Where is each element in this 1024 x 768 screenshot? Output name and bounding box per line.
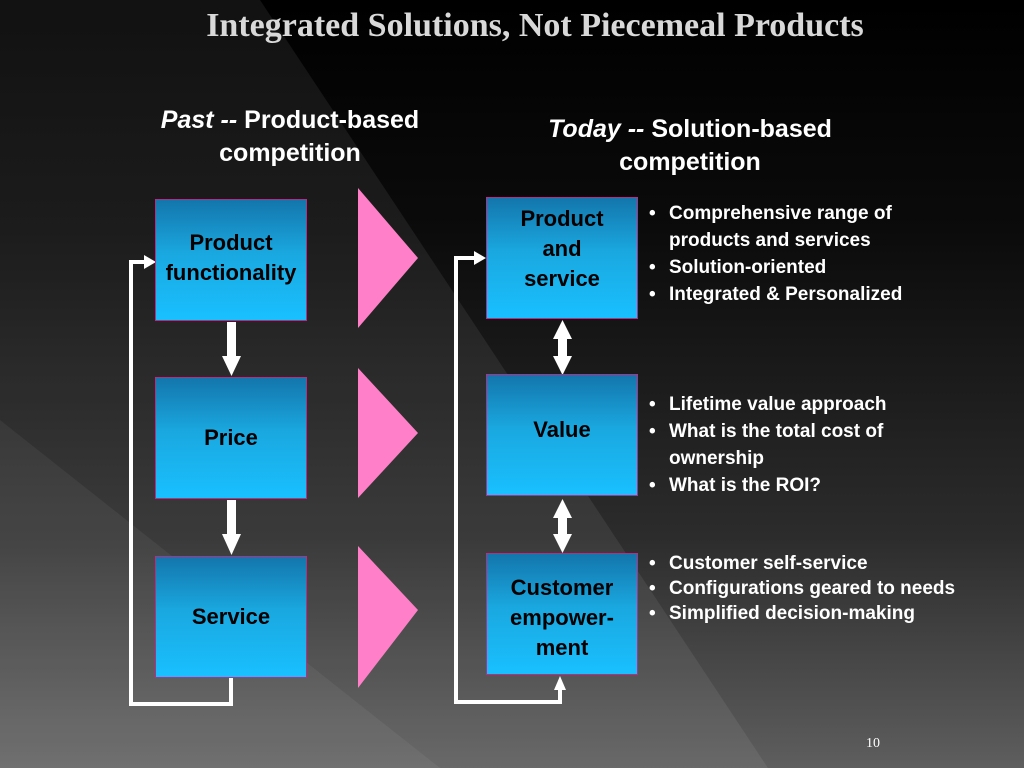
list-item: Customer self-service xyxy=(645,551,985,576)
today-heading-italic: Today -- xyxy=(548,115,645,143)
past-heading: Past -- Product-based competition xyxy=(130,104,450,170)
past-heading-text: Product-based competition xyxy=(219,106,420,167)
list-item: Comprehensive range of products and serv… xyxy=(645,200,975,254)
page-number: 10 xyxy=(866,736,880,751)
transition-triangle-3 xyxy=(358,546,418,688)
today-heading: Today -- Solution-based competition xyxy=(520,113,860,179)
list-item: Integrated & Personalized xyxy=(645,281,975,308)
past-heading-italic: Past -- xyxy=(160,106,238,134)
box-service: Service xyxy=(155,556,307,678)
bullet-list-value: Lifetime value approach What is the tota… xyxy=(645,391,975,499)
list-item: What is the total cost of ownership xyxy=(645,418,949,472)
box-value: Value xyxy=(486,374,638,496)
transition-triangle-2 xyxy=(358,368,418,498)
double-arrow-icon xyxy=(553,499,572,553)
list-item: What is the ROI? xyxy=(645,472,975,499)
box-label: Price xyxy=(204,425,258,450)
bullet-list-customer-empowerment: Customer self-service Configurations gea… xyxy=(645,551,985,626)
double-arrow-icon xyxy=(553,320,572,375)
list-item: Simplified decision-making xyxy=(645,601,985,626)
list-item: Solution-oriented xyxy=(645,254,975,281)
transition-triangle-1 xyxy=(358,188,418,328)
box-label: Product and service xyxy=(520,206,604,291)
box-product-and-service: Product and service xyxy=(486,197,638,319)
slide-title: Integrated Solutions, Not Piecemeal Prod… xyxy=(206,7,864,44)
box-label: Service xyxy=(191,604,271,629)
down-arrow-icon xyxy=(222,500,241,555)
bullet-list-product-service: Comprehensive range of products and serv… xyxy=(645,200,975,308)
box-label: Customer empower-ment xyxy=(510,575,614,660)
feedback-loop-arrow-past xyxy=(129,255,233,706)
box-label: Product functionality xyxy=(165,230,297,285)
list-item: Lifetime value approach xyxy=(645,391,975,418)
down-arrow-icon xyxy=(222,322,241,376)
box-product-functionality: Product functionality xyxy=(155,199,307,321)
box-price: Price xyxy=(155,377,307,499)
today-heading-text: Solution-based competition xyxy=(619,115,832,176)
box-label: Value xyxy=(533,417,591,442)
feedback-loop-arrow-today xyxy=(454,251,566,704)
list-item: Configurations geared to needs xyxy=(645,576,959,601)
box-customer-empowerment: Customer empower-ment xyxy=(486,553,638,675)
